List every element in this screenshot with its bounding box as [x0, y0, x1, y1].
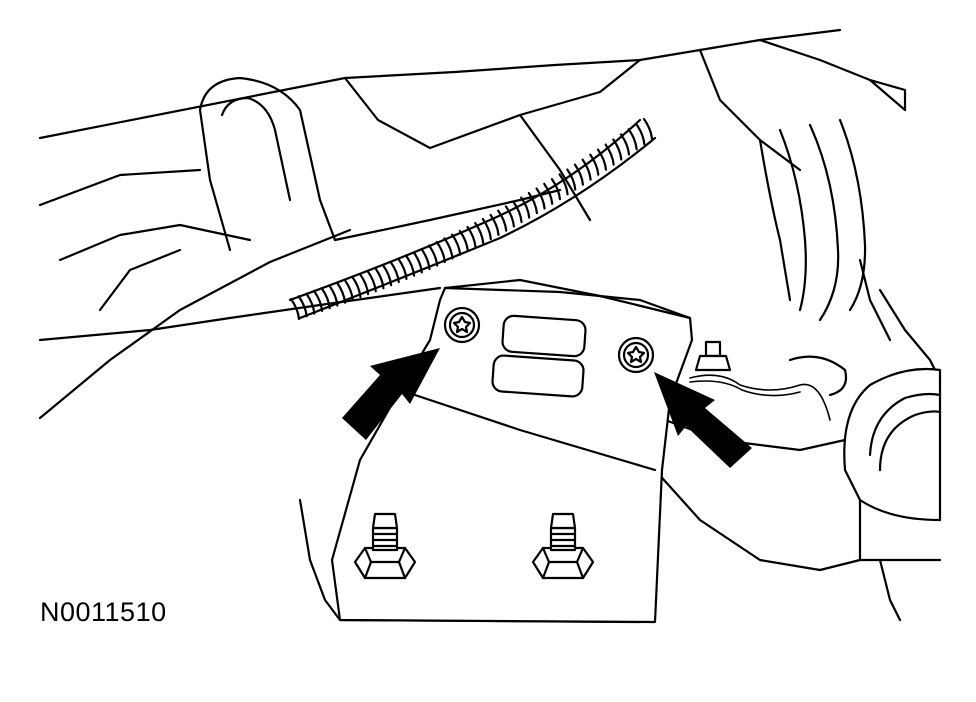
conduit-rib [412, 251, 423, 274]
conduit-rib [635, 123, 646, 146]
corrugated-conduit [288, 117, 657, 321]
conduit-rib [550, 178, 562, 201]
conduit-rib [466, 225, 477, 249]
figure-id-label: N0011510 [40, 597, 167, 627]
torx-bolt-right [617, 336, 655, 374]
conduit-rib [389, 260, 400, 284]
conduit-rib [535, 187, 546, 210]
conduit-rib [320, 287, 331, 310]
conduit-rib [374, 267, 385, 290]
conduit-rib [504, 205, 515, 228]
conduit-rib [619, 133, 631, 156]
conduit-rib [573, 163, 585, 186]
conduit-rib [443, 237, 454, 260]
conduit-rib [527, 191, 538, 215]
conduit-rib [328, 284, 339, 307]
conduit-ribs [289, 117, 654, 321]
arrow-left [342, 348, 440, 440]
conduit-rib [343, 278, 354, 301]
conduit-rib [305, 292, 316, 315]
conduit-rib [612, 138, 623, 161]
conduit-rib [405, 254, 416, 277]
torx-bolt-left [443, 306, 481, 344]
conduit-rib [642, 117, 654, 141]
conduit-rib [558, 173, 569, 196]
stud-nut-left [353, 512, 417, 580]
plate-slot-upper [501, 314, 587, 358]
conduit-rib [543, 182, 554, 205]
conduit-rib [604, 143, 615, 166]
conduit-rib [451, 233, 462, 256]
conduit-rib [520, 196, 531, 219]
body-panel-lines [38, 28, 942, 420]
conduit-rib [489, 213, 500, 236]
conduit-rib [366, 270, 377, 293]
strut-assembly [758, 78, 907, 322]
conduit-rib [566, 168, 577, 191]
reservoir-cap [843, 367, 942, 562]
conduit-rib [289, 297, 301, 321]
conduit-rib [428, 244, 439, 267]
conduit-rib [581, 158, 592, 181]
conduit-rib [474, 221, 485, 245]
conduit-rib [335, 281, 347, 304]
conduit-rib [596, 148, 608, 171]
conduit-rib [312, 289, 324, 313]
plate-slot-lower [491, 354, 585, 398]
conduit-rib [481, 217, 492, 241]
ground-stud [689, 340, 848, 421]
conduit-rib [297, 295, 308, 318]
conduit-rib [358, 273, 370, 296]
arrow-right [654, 372, 752, 468]
conduit-rib [420, 247, 431, 271]
conduit-rib [381, 264, 393, 287]
stud-nut-right [531, 512, 595, 580]
conduit-rib [627, 128, 638, 151]
conduit-rib [497, 209, 508, 232]
conduit-rib [589, 153, 600, 176]
conduit-rib [397, 257, 408, 281]
conduit-rib [351, 275, 362, 299]
conduit-rib [512, 200, 523, 224]
conduit-rib [435, 240, 446, 264]
conduit-rib [458, 229, 469, 252]
